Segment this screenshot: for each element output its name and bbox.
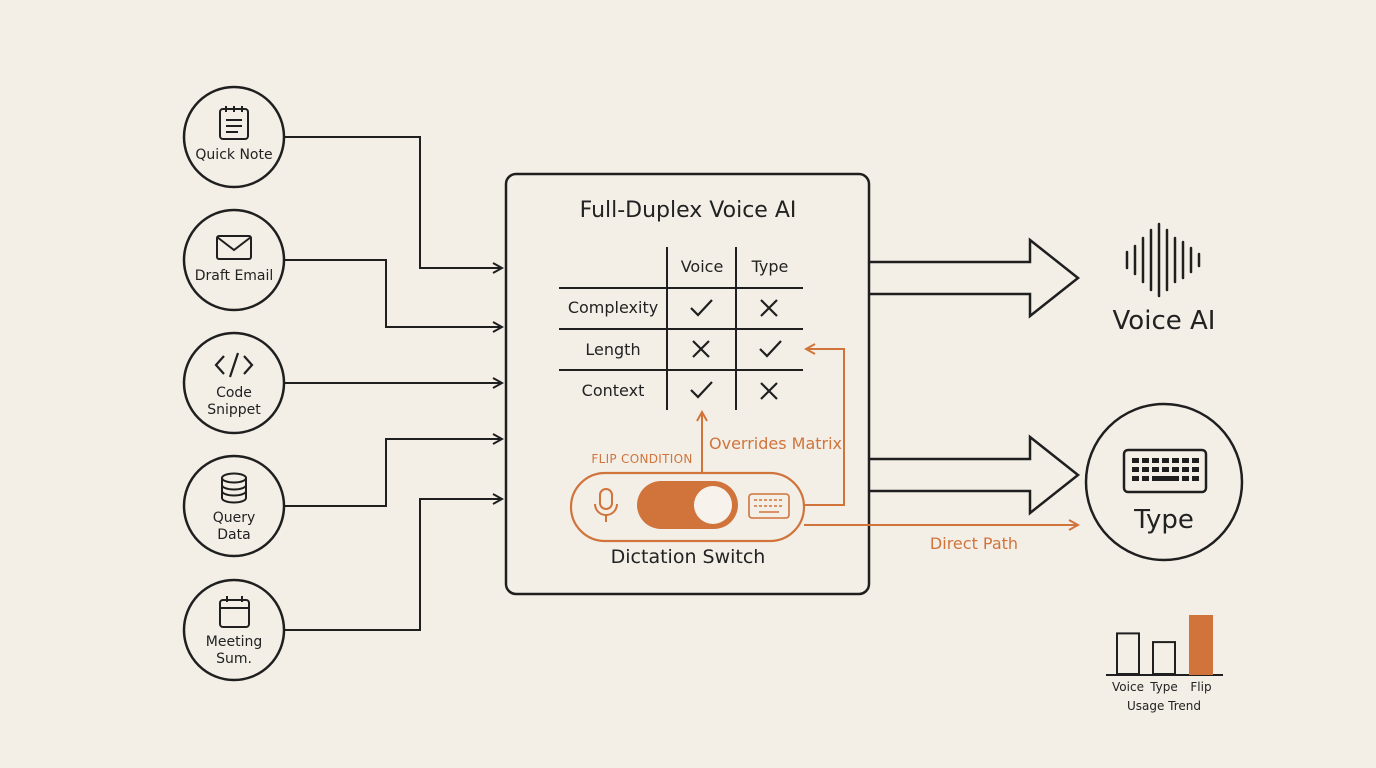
trend-label-flip: Flip	[1190, 680, 1212, 694]
usage-trend-title: Usage Trend	[1126, 699, 1202, 713]
overrides-connector	[804, 349, 845, 506]
overrides-matrix-label: Overrides Matrix	[709, 434, 843, 453]
output-label-type: Type	[1134, 505, 1194, 535]
connector-draft-email	[284, 259, 502, 327]
keyboard-keys	[1132, 458, 1199, 481]
input-node-query-data	[182, 454, 286, 558]
matrix-row-length: Length	[585, 340, 641, 359]
input-label-query-data: Query Data	[212, 510, 256, 543]
trend-bar-flip	[1189, 615, 1213, 675]
calendar-icon	[219, 596, 250, 628]
input-connectors	[284, 136, 502, 631]
envelope-icon	[216, 235, 252, 260]
cross-icon	[760, 382, 778, 400]
central-title: Full-Duplex Voice AI	[579, 198, 797, 223]
matrix-row-context: Context	[581, 381, 645, 400]
cross-icon	[760, 299, 778, 317]
usage-trend-chart	[1106, 615, 1223, 676]
database-icon	[221, 472, 247, 504]
connector-query-data	[284, 439, 502, 507]
trend-bar-type	[1152, 641, 1176, 675]
flip-condition-label: FLIP CONDITION	[591, 452, 693, 466]
input-node-quick-note	[182, 85, 286, 189]
microphone-icon	[594, 488, 618, 522]
input-label-draft-email: Draft Email	[194, 268, 274, 284]
trend-label-voice: Voice	[1112, 680, 1144, 694]
output-label-voice-ai: Voice AI	[1112, 306, 1216, 336]
connector-quick-note	[284, 136, 502, 268]
output-node-type	[1084, 402, 1244, 562]
input-node-draft-email	[182, 208, 286, 312]
central-box	[504, 172, 871, 596]
trend-bar-voice	[1116, 632, 1140, 676]
direct-path-label: Direct Path	[929, 534, 1019, 553]
input-label-code-snippet: Code Snippet	[207, 385, 261, 418]
matrix-row-complexity: Complexity	[567, 298, 659, 317]
arrow-to-type	[869, 434, 1081, 516]
waveform-icon	[1125, 222, 1201, 298]
cross-icon	[692, 340, 710, 358]
check-icon	[690, 299, 713, 317]
input-node-code-snippet	[182, 331, 286, 435]
trend-label-type: Type	[1150, 680, 1178, 694]
check-icon	[690, 381, 713, 399]
dictation-switch[interactable]	[569, 471, 806, 543]
keyboard-icon	[1122, 448, 1208, 494]
code-icon	[214, 352, 254, 378]
decision-matrix-grid	[559, 247, 803, 410]
connector-meeting-summary	[284, 499, 502, 631]
arrow-to-voice-ai	[869, 237, 1081, 319]
notepad-icon	[219, 106, 249, 140]
input-label-meeting-summary: Meeting Sum.	[205, 634, 263, 667]
input-label-quick-note: Quick Note	[195, 147, 273, 163]
dictation-switch-label: Dictation Switch	[610, 546, 766, 568]
keyboard-icon	[748, 493, 790, 519]
matrix-column-voice: Voice	[680, 257, 724, 276]
check-icon	[759, 340, 782, 358]
matrix-column-type: Type	[751, 257, 789, 276]
switch-knob[interactable]	[694, 486, 732, 524]
